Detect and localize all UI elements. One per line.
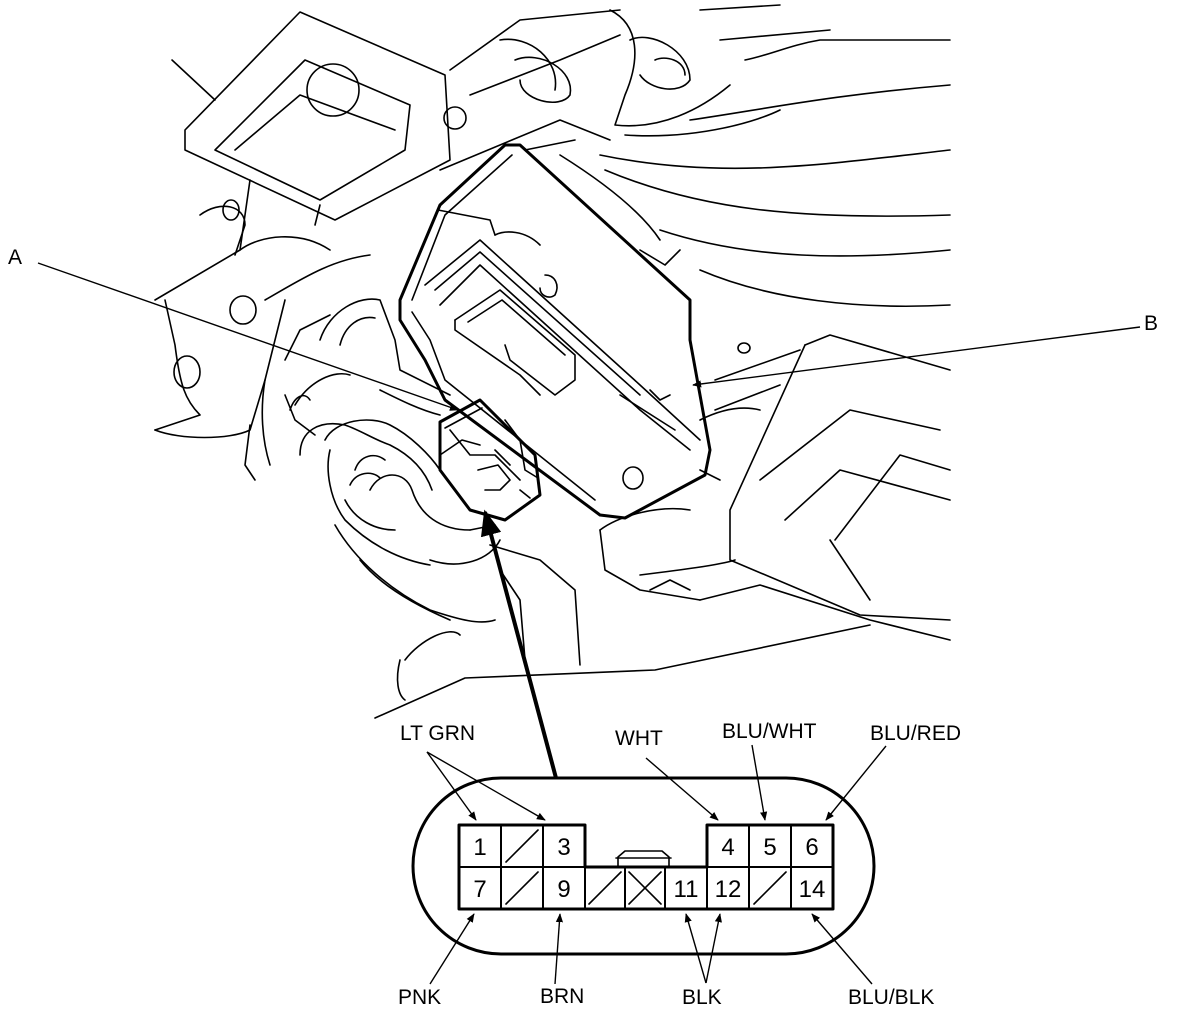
pin-5: 5 — [763, 834, 776, 861]
wire-label-blu-wht: BLU/WHT — [722, 720, 817, 743]
pin-14: 14 — [799, 876, 826, 903]
pin-3: 3 — [557, 834, 570, 861]
wire-label-blk: BLK — [682, 986, 722, 1009]
pin-6: 6 — [805, 834, 818, 861]
wire-label-lt-grn: LT GRN — [400, 722, 475, 745]
pin-12: 12 — [715, 876, 742, 903]
callout-b-label: B — [1144, 312, 1158, 335]
view-arrow — [480, 509, 558, 779]
connector-a — [438, 398, 542, 522]
pin-4: 4 — [721, 834, 734, 861]
terminal-face-view — [411, 776, 876, 956]
wire-label-wht: WHT — [615, 727, 663, 750]
pin-7: 7 — [473, 876, 486, 903]
callout-a-label: A — [8, 246, 22, 269]
wire-leaders — [426, 744, 887, 985]
wire-label-blu-blk: BLU/BLK — [848, 986, 934, 1009]
callout-leaders — [37, 262, 1141, 411]
pin-1: 1 — [473, 834, 486, 861]
control-unit-b — [398, 139, 712, 520]
pin-11: 11 — [674, 876, 699, 903]
wire-label-brn: BRN — [540, 985, 584, 1008]
wire-labels: LT GRN WHT BLU/WHT BLU/RED PNK BRN BLK B… — [398, 720, 961, 1009]
wire-label-pnk: PNK — [398, 986, 441, 1009]
terminal-outline — [411, 776, 876, 956]
dashboard-line-art — [154, 4, 951, 719]
pin-numbers: 1 3 4 5 6 7 9 11 12 14 — [473, 834, 825, 903]
wire-label-blu-red: BLU/RED — [870, 722, 961, 745]
pin-9: 9 — [557, 876, 570, 903]
